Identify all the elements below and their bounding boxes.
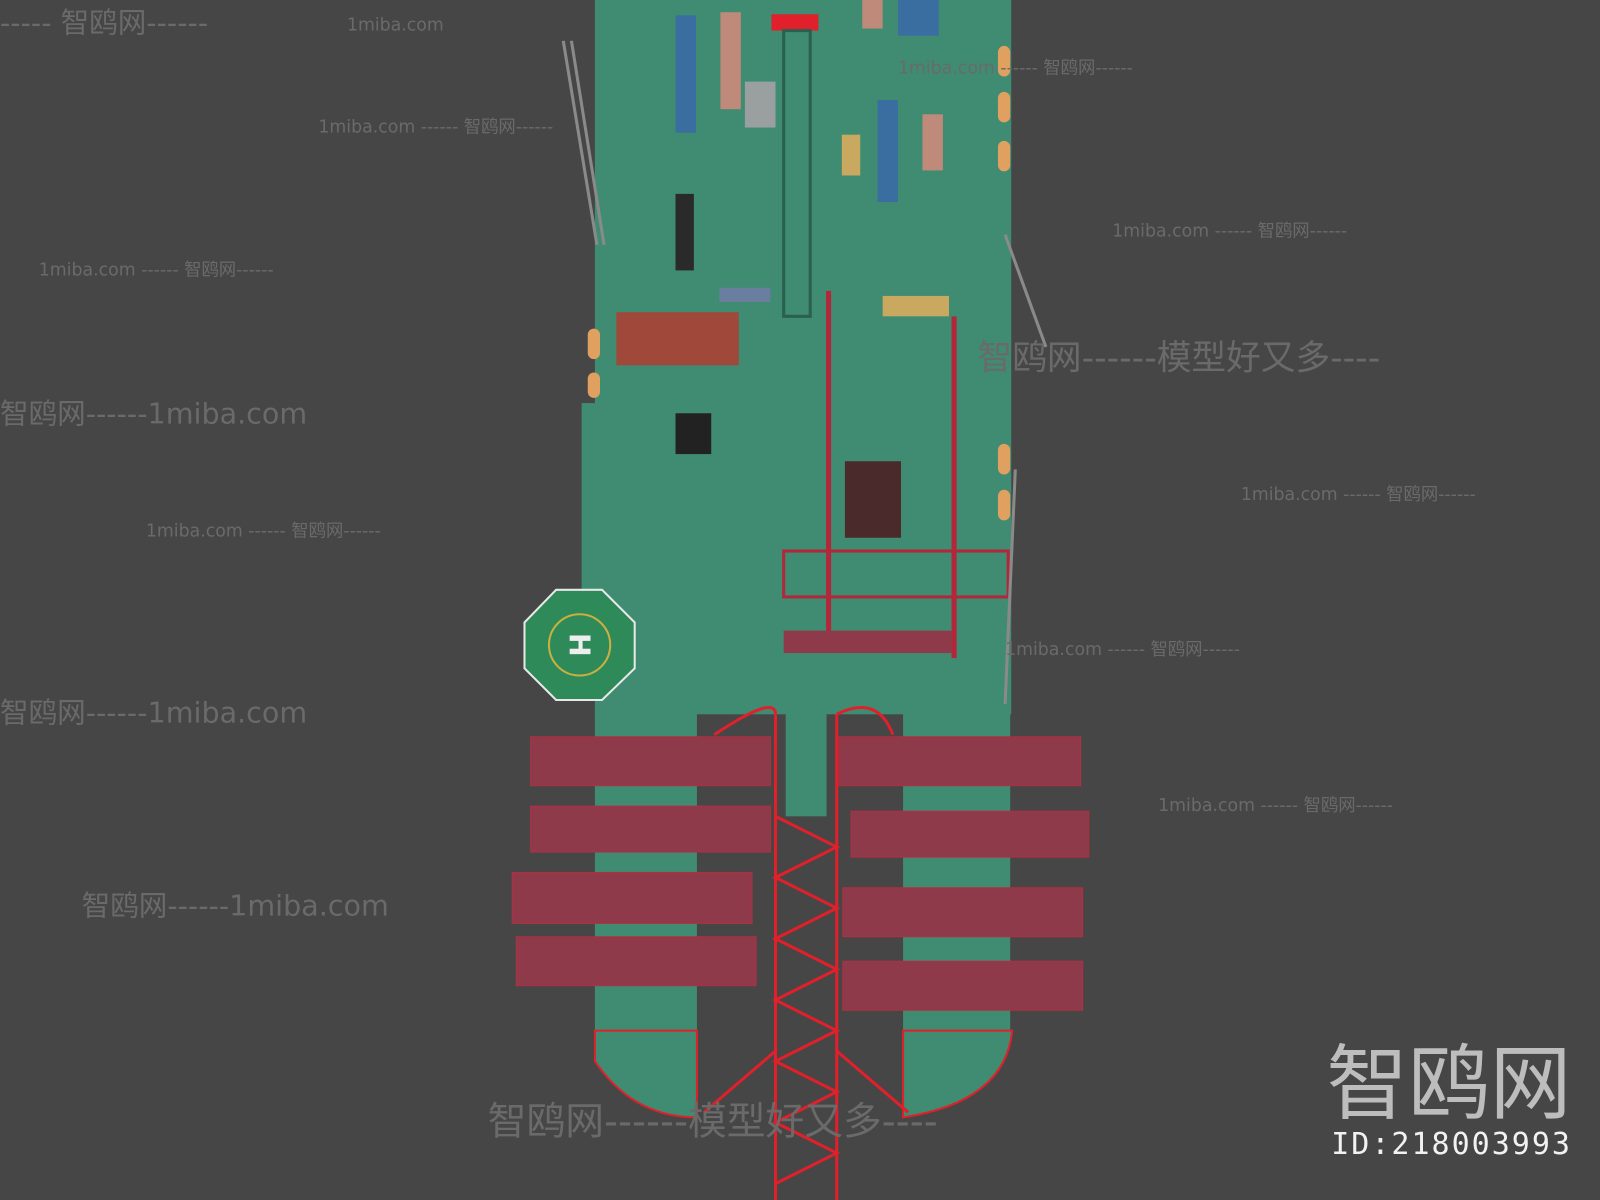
lifeboats (587, 45, 1011, 521)
watermark-text: 1miba.com ------ 智鸥网------ (898, 58, 1133, 78)
watermark-text: 1miba.com ------ 智鸥网------ (1005, 640, 1240, 660)
watermark-text: 1miba.com ------ 智鸥网------ (318, 118, 553, 138)
helipad-mark: H (562, 633, 596, 657)
watermark-text: 1miba.com ------ 智鸥网------ (146, 522, 381, 542)
watermark-text: 1miba.com ------ 智鸥网------ (39, 261, 274, 281)
watermark-text: 智鸥网------1miba.com (0, 695, 307, 729)
watermark-text: 1miba.com ------ 智鸥网------ (1112, 222, 1347, 242)
helipad: H (523, 588, 636, 702)
watermark-text: 智鸥网------1miba.com (0, 396, 307, 430)
watermark-text: 1miba.com (347, 16, 444, 36)
watermarks: ----- 智鸥网------ 1miba.com 1miba.com ----… (0, 6, 1571, 1145)
side-cranes (561, 40, 1048, 705)
watermark-text: 智鸥网------模型好又多---- (978, 338, 1381, 378)
pontoon-arms (511, 736, 1090, 1011)
watermark-text: 智鸥网------1miba.com (82, 888, 389, 922)
watermark-text: 1miba.com ------ 智鸥网------ (1241, 485, 1476, 505)
deck-containers (616, 0, 949, 538)
watermark-text: 1miba.com ------ 智鸥网------ (1158, 796, 1393, 816)
central-truss (703, 705, 910, 1200)
watermark-logo: 智鸥网 (1327, 1037, 1572, 1132)
watermark-text: ----- 智鸥网------ (0, 6, 208, 40)
model-id-label: ID:218003993 (1331, 1127, 1572, 1162)
red-deck-frames (782, 290, 1010, 659)
watermark-text: 智鸥网------模型好又多---- (488, 1100, 938, 1145)
